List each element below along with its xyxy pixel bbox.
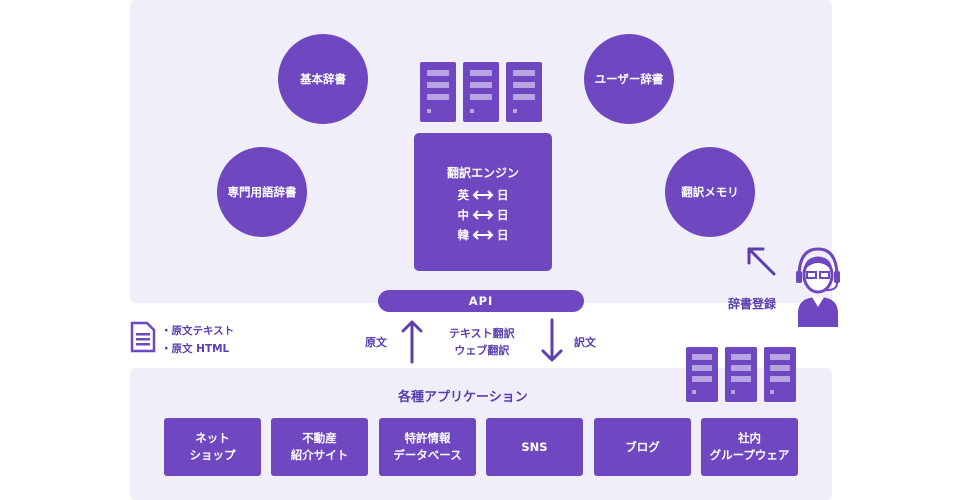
server-icon [463,62,499,122]
server-icon [725,347,757,402]
app-label: ネット [195,431,230,445]
text-translation-label: テキスト翻訳 [449,327,515,340]
source-format-list: ・原文テキスト ・原文 HTML [161,322,234,358]
app-box-real-estate: 不動産 紹介サイト [271,418,368,476]
app-label: 特許情報 [404,431,451,445]
language-pair-row: 韓 日 [414,227,552,243]
app-label: ブログ [625,439,660,454]
document-icon [130,321,156,353]
operator-headset-icon [796,247,840,327]
target-language: 日 [497,188,509,202]
source-language: 中 [457,208,470,222]
bidirectional-arrow-icon [472,190,494,200]
server-icon [420,62,456,122]
source-language: 韓 [457,228,470,242]
user-dictionary-node: ユーザー辞書 [584,34,674,124]
technical-dictionary-label: 専門用語辞書 [227,185,297,199]
user-dictionary-label: ユーザー辞書 [594,72,664,86]
source-format-item: ・原文テキスト [161,325,235,337]
basic-dictionary-label: 基本辞書 [300,72,346,86]
translated-text-label: 訳文 [574,336,596,349]
source-format-item: ・原文 HTML [161,343,230,355]
down-arrow-icon [541,318,563,362]
translation-memory-label: 翻訳メモリ [681,185,739,199]
technical-dictionary-node: 専門用語辞書 [217,147,307,237]
source-language: 英 [457,188,470,202]
language-pair-row: 中 日 [414,207,552,223]
diagonal-arrow-icon [747,247,776,276]
app-box-groupware: 社内 グループウェア [701,418,798,476]
app-label: グループウェア [709,448,790,462]
bidirectional-arrow-icon [472,230,494,240]
app-box-patent-db: 特許情報 データベース [379,418,476,476]
app-box-sns: SNS [486,418,583,476]
translation-engine-title: 翻訳エンジン [446,166,519,180]
target-language: 日 [497,208,509,222]
app-label: SNS [521,439,548,454]
app-label: 不動産 [302,431,337,445]
app-box-blog: ブログ [594,418,691,476]
bidirectional-arrow-icon [472,210,494,220]
up-arrow-icon [401,320,423,364]
applications-title: 各種アプリケーション [398,390,528,405]
app-label: ショップ [189,448,236,462]
app-box-net-shop: ネット ショップ [164,418,261,476]
web-translation-label: ウェブ翻訳 [454,344,510,357]
dictionary-registration-label: 辞書登録 [728,297,777,311]
source-text-label: 原文 [365,336,387,349]
basic-dictionary-node: 基本辞書 [278,34,368,124]
app-label: データベース [393,448,462,462]
server-icon [506,62,542,122]
api-label: API [468,294,494,308]
language-pair-row: 英 日 [414,187,552,203]
api-bar: API [378,290,584,312]
app-label: 社内 [738,431,761,445]
server-icon [686,347,718,402]
target-language: 日 [497,228,509,242]
app-label: 紹介サイト [290,448,349,462]
server-icon [764,347,796,402]
translation-type-list: テキスト翻訳 ウェブ翻訳 [449,325,515,359]
translation-engine-box: 翻訳エンジン 英 日 中 日 韓 日 [414,133,552,271]
translation-memory-node: 翻訳メモリ [665,147,755,237]
